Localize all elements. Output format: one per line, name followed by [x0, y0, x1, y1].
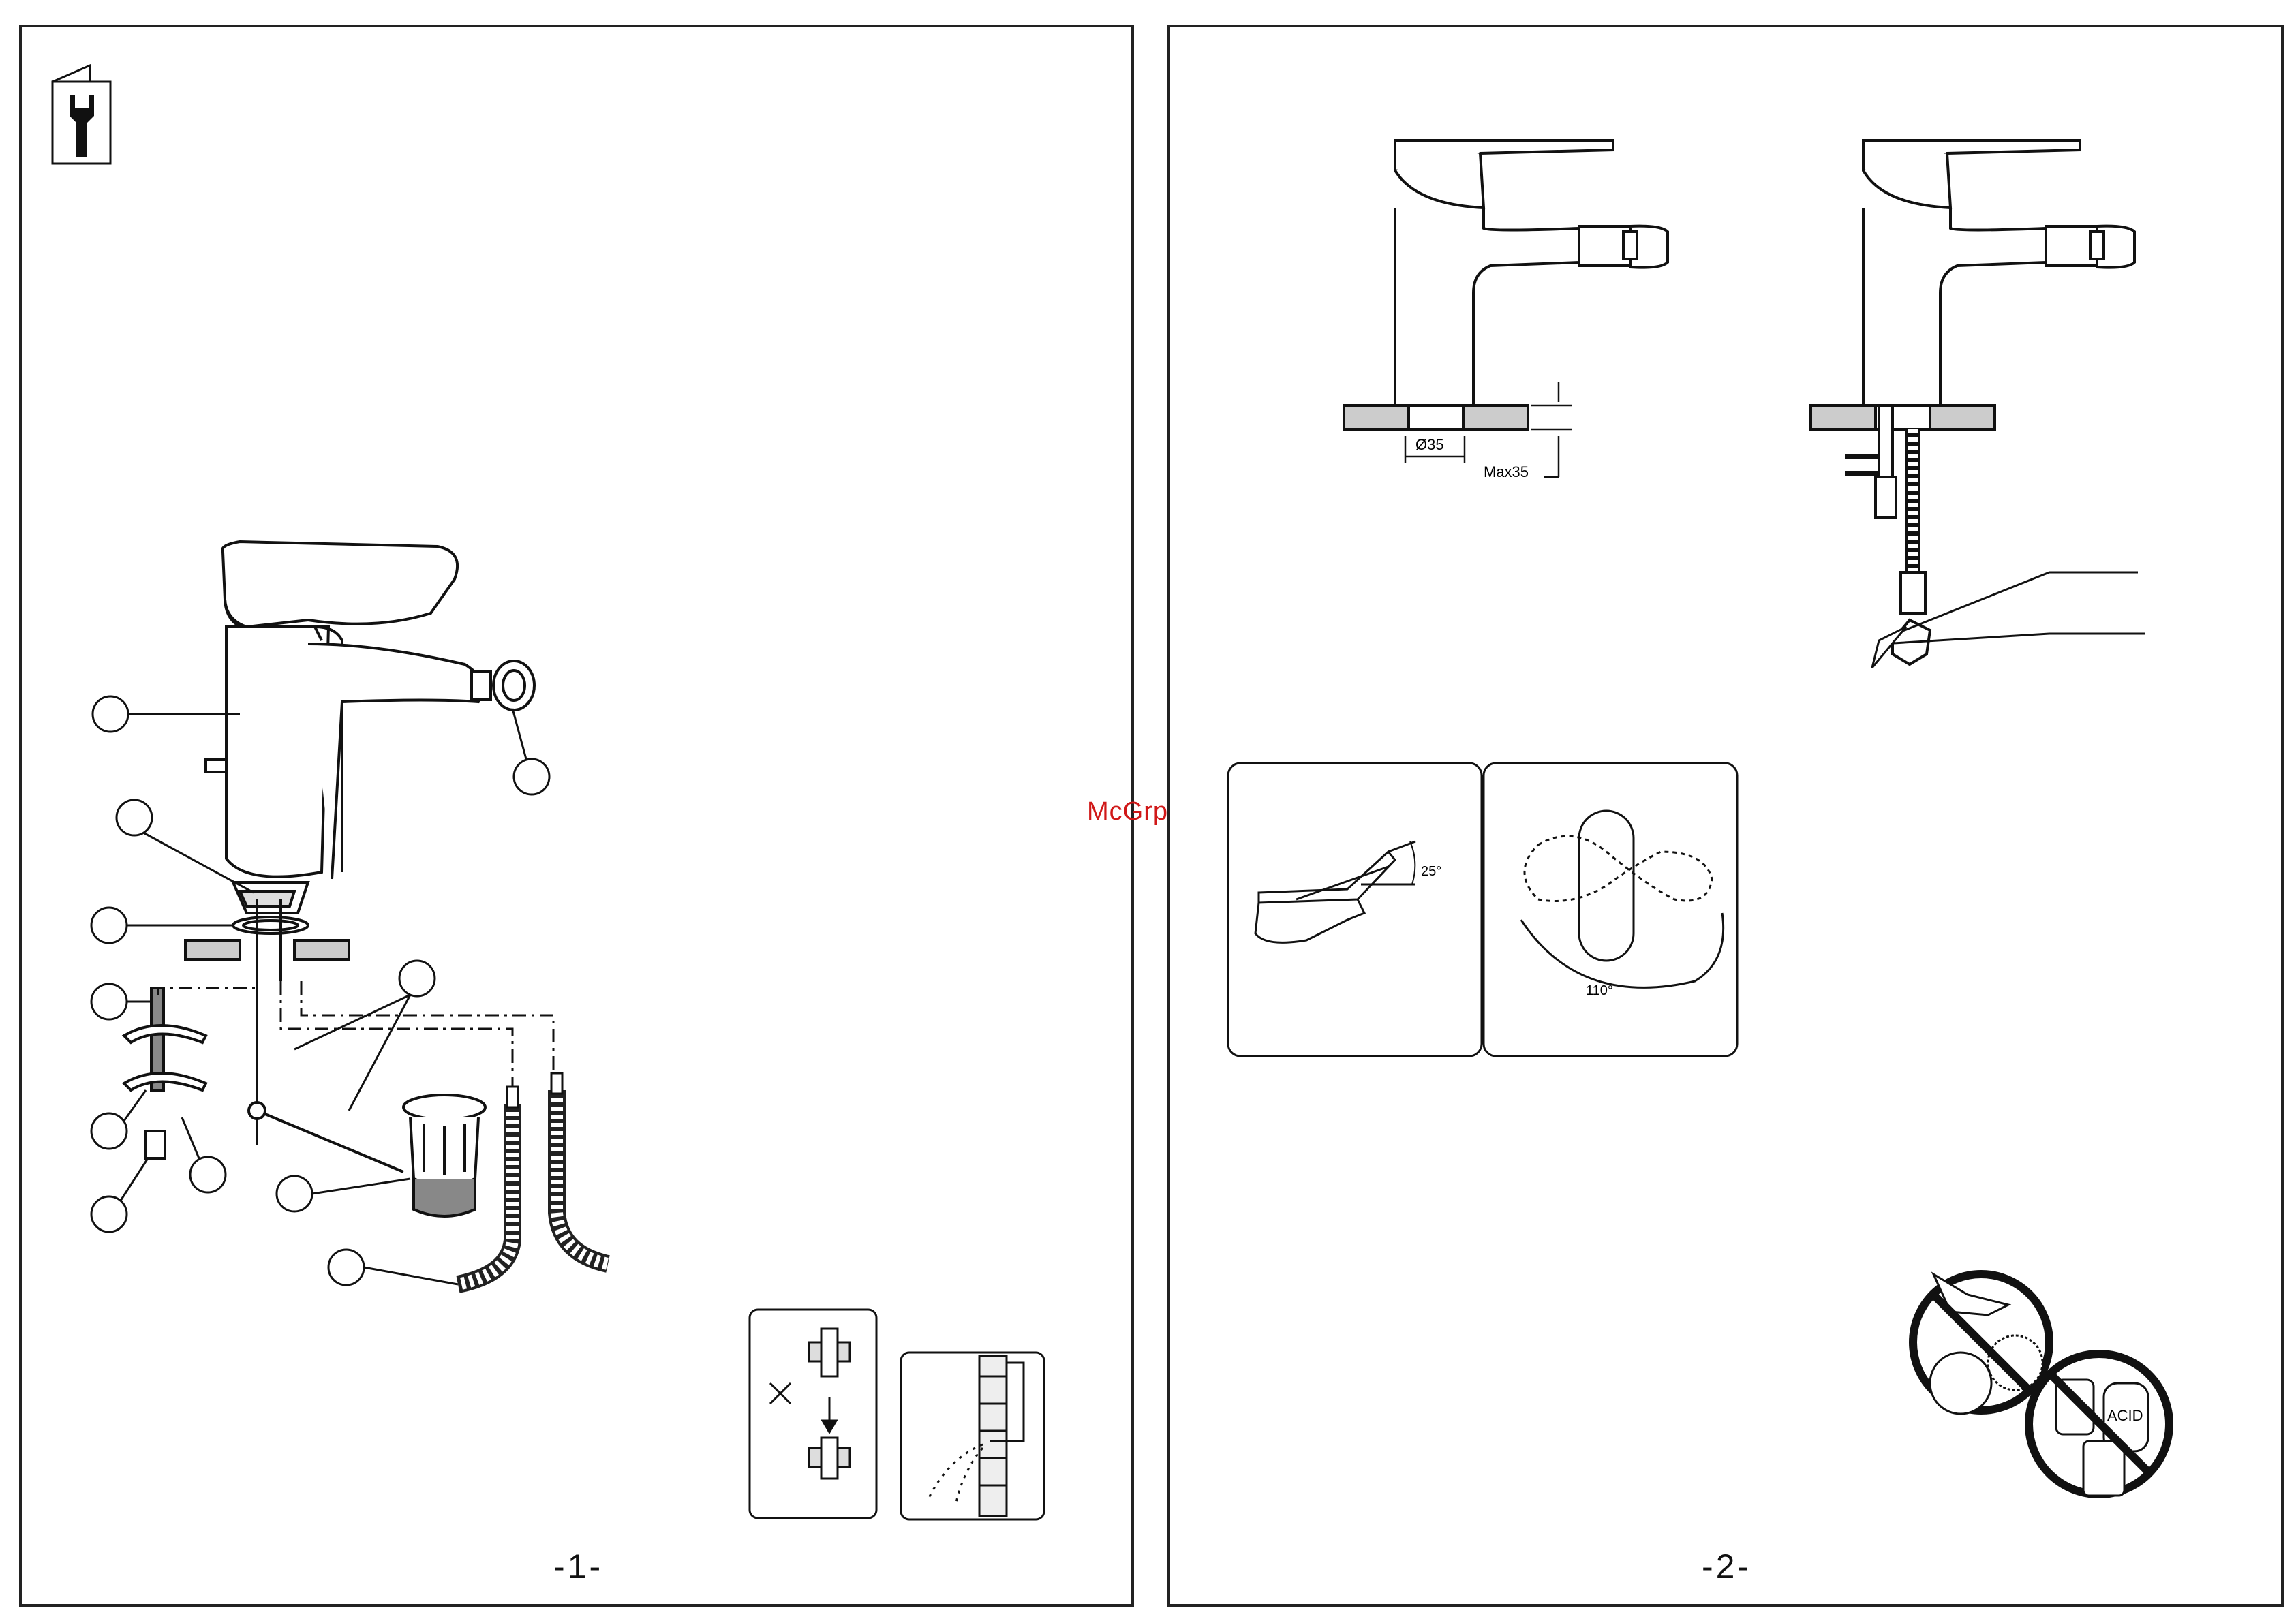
no-abrasive-tools-icon — [1913, 1274, 2049, 1414]
page-1-drawing — [22, 27, 1131, 1604]
tilt-angle-box — [1228, 763, 1482, 1056]
max-thickness-label: Max35 — [1484, 463, 1529, 480]
manual-page-1: -1- — [19, 25, 1134, 1607]
rotation-angle-box — [1484, 763, 1737, 1056]
tilt-angle-label: 25° — [1421, 864, 1441, 879]
no-acid-chemicals-icon — [2029, 1354, 2169, 1496]
page-number: -2- — [1702, 1547, 1751, 1586]
wrench-icon — [52, 65, 110, 164]
manual-page-2: Ø35 Max35 — [1167, 25, 2284, 1607]
faucet-dimension-view — [1344, 140, 1668, 429]
hole-diameter-label: Ø35 — [1415, 436, 1444, 453]
faucet-installed-view — [1811, 140, 2145, 668]
assembly-guide-lines — [158, 981, 553, 1097]
faucet-exploded-view — [124, 542, 534, 1216]
rotation-angle-label: 110° — [1586, 983, 1613, 998]
page-2-drawing: Ø35 Max35 — [1170, 27, 2281, 1604]
connector-detail-box — [750, 1310, 876, 1518]
acid-label: ACID — [2107, 1407, 2143, 1424]
wall-leak-detail-box — [901, 1352, 1044, 1519]
page-number: -1- — [553, 1547, 603, 1586]
